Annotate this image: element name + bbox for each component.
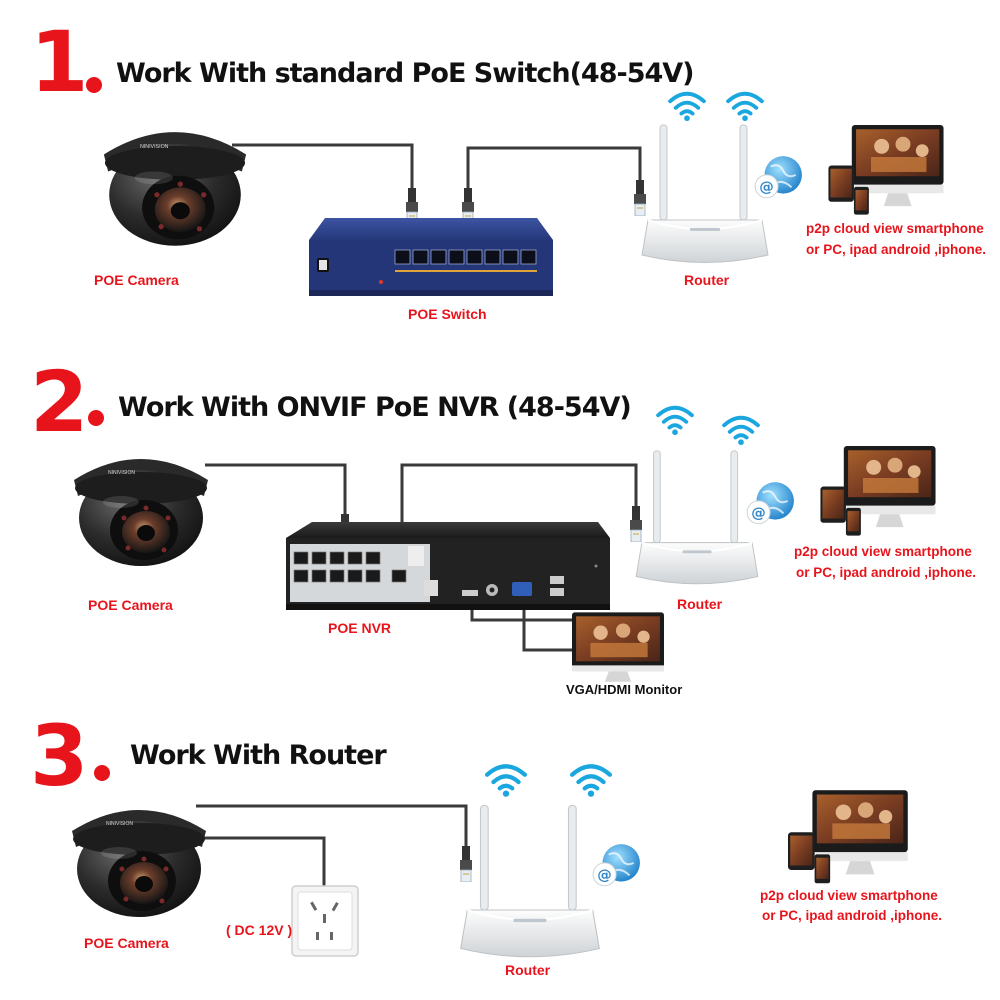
camera-label: POE Camera bbox=[88, 597, 173, 613]
dome-camera-icon: NINIVISION bbox=[95, 112, 255, 250]
section-number: 2 bbox=[30, 353, 88, 451]
camera-brand: NINIVISION bbox=[140, 144, 169, 150]
number-dot bbox=[86, 77, 102, 93]
dome-camera-icon: NINIVISION bbox=[64, 788, 214, 924]
cloud-globe-icon bbox=[590, 840, 642, 892]
camera-brand: NINIVISION bbox=[108, 470, 135, 476]
router-label: Router bbox=[684, 272, 730, 288]
camera-label: POE Camera bbox=[84, 935, 169, 951]
router-label: Router bbox=[505, 962, 551, 978]
section-title: Work With Router bbox=[130, 740, 387, 771]
p2p-line-1: p2p cloud view smartphone bbox=[760, 888, 938, 903]
p2p-line-2: or PC, ipad android ,iphone. bbox=[762, 908, 943, 923]
section-title: Work With ONVIF PoE NVR (48-54V) bbox=[118, 392, 632, 423]
device-label: POE Switch bbox=[408, 306, 487, 322]
monitor-label: VGA/HDMI Monitor bbox=[566, 682, 683, 697]
section-number: 1 bbox=[30, 13, 88, 111]
devices-icon bbox=[788, 790, 910, 890]
section-title: Work With standard PoE Switch(48-54V) bbox=[116, 58, 695, 89]
p2p-line-1: p2p cloud view smartphone bbox=[806, 221, 984, 236]
p2p-line-2: or PC, ipad android ,iphone. bbox=[806, 242, 987, 257]
poe-switch-icon bbox=[309, 218, 553, 296]
p2p-line-1: p2p cloud view smartphone bbox=[794, 544, 972, 559]
p2p-line-2: or PC, ipad android ,iphone. bbox=[796, 565, 977, 580]
camera-brand: NINIVISION bbox=[106, 821, 133, 827]
nvr-icon bbox=[286, 522, 610, 610]
router-icon bbox=[455, 800, 605, 965]
wall-socket-icon bbox=[291, 885, 359, 957]
dome-camera-icon: NINIVISION bbox=[66, 440, 216, 570]
power-label: ( DC 12V ) bbox=[226, 922, 293, 938]
section-number: 3 bbox=[30, 707, 88, 805]
camera-label: POE Camera bbox=[94, 272, 179, 288]
device-label: POE NVR bbox=[328, 620, 392, 636]
number-dot bbox=[94, 765, 110, 781]
wifi-icon bbox=[485, 762, 527, 798]
number-dot bbox=[88, 410, 104, 426]
router-label: Router bbox=[677, 596, 723, 612]
wifi-icon bbox=[570, 762, 612, 798]
cable-lines bbox=[232, 143, 642, 195]
